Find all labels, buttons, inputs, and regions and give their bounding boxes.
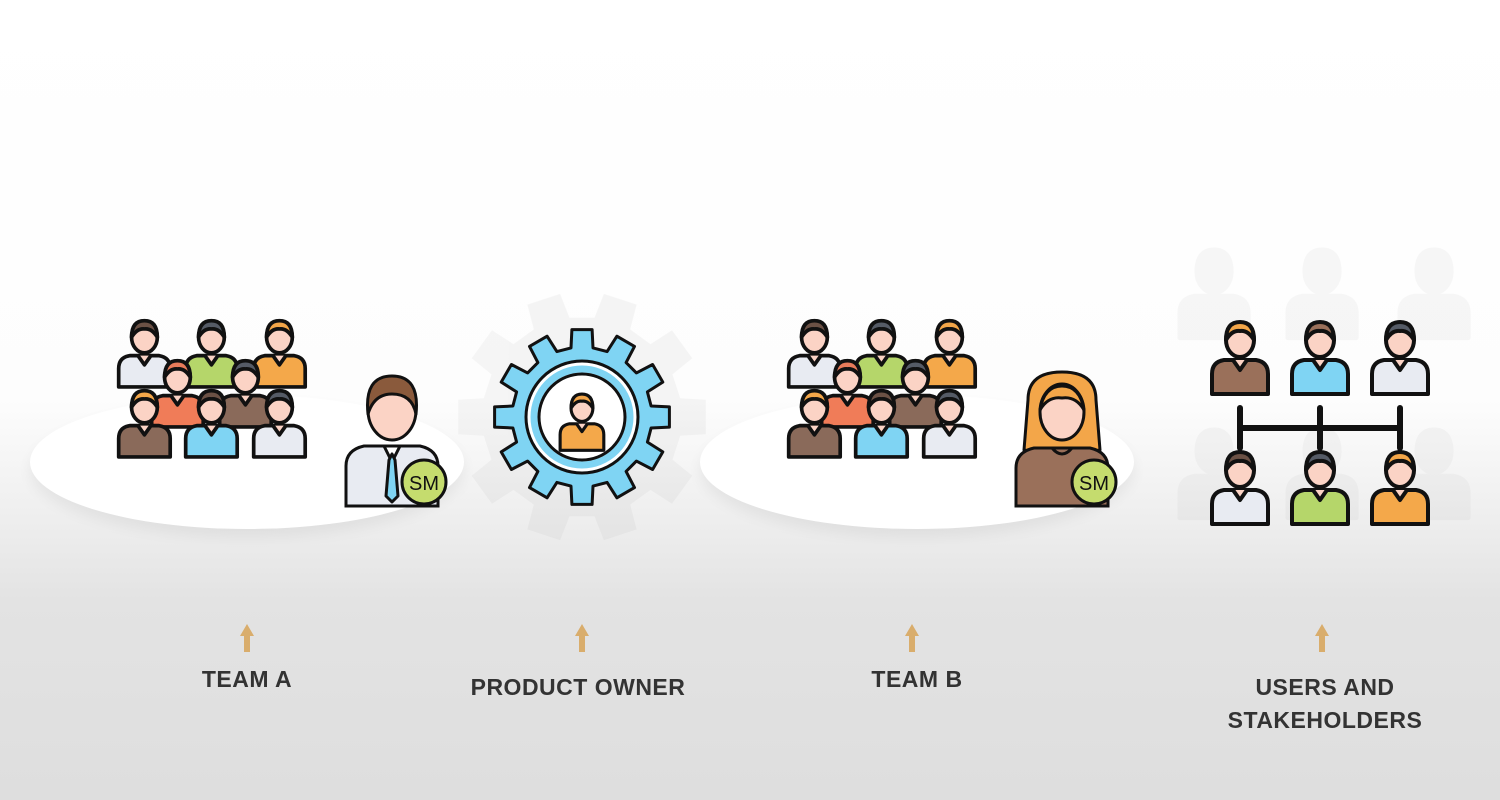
team-member-icon [183,388,240,459]
sm-badge-label: SM [409,473,439,495]
team-member-icon [921,318,978,389]
background-person-icon [1397,247,1471,341]
product-owner-person-icon [558,392,606,452]
scrum-master-female-icon: SM [1014,370,1118,508]
team-member-icon [921,388,978,459]
org-chart-people-icon [1177,247,1471,526]
team-b-label: TEAM B [871,666,963,692]
arrow-up-icon [905,624,919,652]
team-a-label: TEAM A [201,666,293,692]
team-member-icon [217,358,274,429]
users-stakeholders-label-line2: STAKEHOLDERS [1227,707,1423,733]
gear-person-icon [458,293,706,541]
team-member-icon [116,388,173,459]
product-owner-label: PRODUCT OWNER [470,674,686,700]
team-member-icon [853,388,910,459]
users-stakeholders-label-line1: USERS AND [1255,674,1395,700]
arrow-up-icon [240,624,254,652]
team-crowd-icon [786,318,978,459]
org-chart-connectors [1237,405,1403,451]
stakeholder-icon [1290,320,1350,396]
team-member-icon [251,318,308,389]
team-member-icon [819,358,876,429]
team-member-icon [786,318,843,389]
team-member-icon [183,318,240,389]
background-person-icon [1285,247,1359,341]
stakeholder-icon [1370,450,1430,526]
stakeholder-icon [1370,320,1430,396]
scrum-master-male-icon: SM [344,374,448,508]
stakeholder-icon [1290,450,1350,526]
team-member-icon [853,318,910,389]
arrow-up-icon [575,624,589,652]
team-member-icon [251,388,308,459]
team-crowd-icon [116,318,308,459]
team-member-icon [786,388,843,459]
arrow-up-icon [1315,624,1329,652]
stakeholder-icon [1210,450,1270,526]
sm-badge-label: SM [1079,473,1109,495]
team-member-icon [116,318,173,389]
stakeholder-icon [1210,320,1270,396]
background-person-icon [1397,427,1471,521]
